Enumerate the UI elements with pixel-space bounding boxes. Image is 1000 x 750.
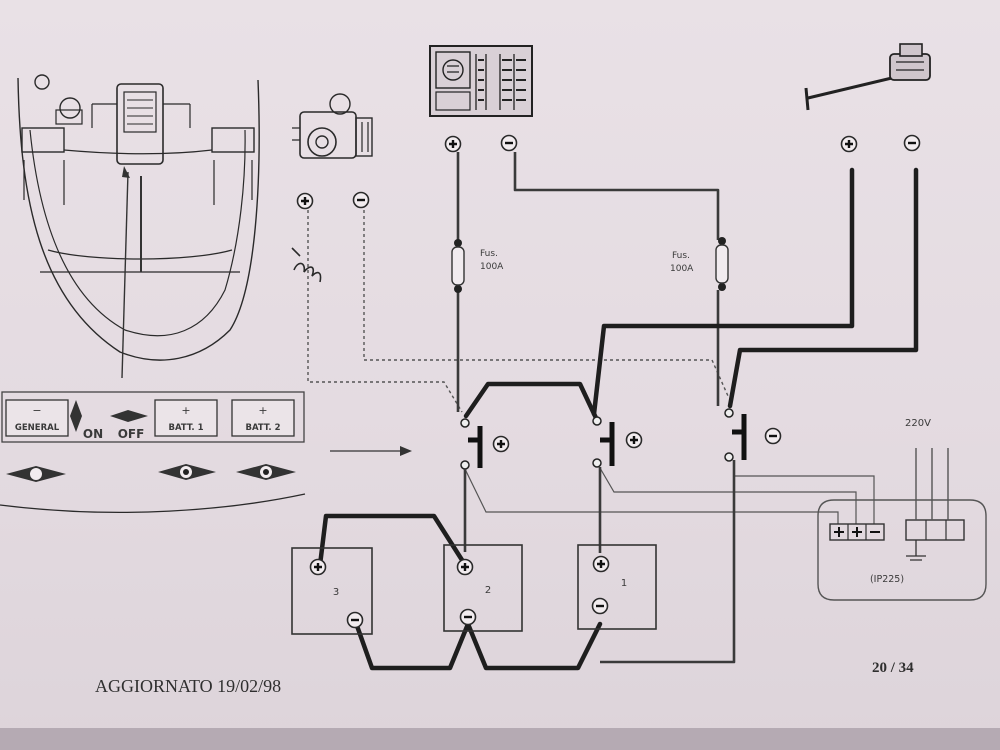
battery-1: 1 xyxy=(577,544,657,630)
battery-switch-2 xyxy=(592,416,643,468)
electrical-panel-icon xyxy=(429,45,533,117)
battery-2: 2 xyxy=(443,544,523,632)
fuse-left-label-1: Fus. xyxy=(480,249,498,259)
charger-label: (IP225) xyxy=(870,574,904,585)
thruster-plus-terminal xyxy=(840,135,858,153)
switch-general[interactable]: − GENERAL xyxy=(5,399,69,437)
charger-voltage: 220V xyxy=(905,418,931,429)
batt1-label: BATT. 1 xyxy=(168,423,203,433)
thruster-negative-wire xyxy=(727,167,919,409)
fuse-right-label-1: Fus. xyxy=(672,251,690,261)
updated-date: AGGIORNATO 19/02/98 xyxy=(95,676,281,696)
battery-3-number: 3 xyxy=(333,587,339,598)
thruster-positive-wire xyxy=(591,167,855,417)
on-label: ON xyxy=(83,427,103,441)
fuse-right: Fus. 100A xyxy=(670,237,729,291)
batt2-label: BATT. 2 xyxy=(245,423,280,433)
batt1-plus-sign: + xyxy=(181,404,190,417)
panel-minus-terminal xyxy=(500,134,518,152)
battery-1-number: 1 xyxy=(621,578,627,589)
switch-bridge-wire xyxy=(463,381,599,421)
windlass-minus-terminal xyxy=(352,191,370,209)
battery-switch-3 xyxy=(724,408,782,462)
switch2-plus-icon xyxy=(625,431,643,449)
page-number: 20 / 34 xyxy=(872,660,914,676)
panel-negative-wire xyxy=(513,152,720,406)
battery-negative-chain-wire xyxy=(353,620,603,671)
battery-charger: (IP225) 220V xyxy=(817,418,987,601)
off-pointer-icon xyxy=(110,410,148,422)
rotary-knob-icon xyxy=(70,400,82,432)
switch3-minus-icon xyxy=(764,427,782,445)
fuse-left: Fus. 100A xyxy=(451,239,504,293)
page-edge xyxy=(0,728,1000,750)
general-label: GENERAL xyxy=(15,423,60,433)
battery-2-number: 2 xyxy=(485,585,491,596)
switch-batt-1[interactable]: + BATT. 1 xyxy=(154,399,218,437)
off-label: OFF xyxy=(118,427,145,441)
batt2-plus-sign: + xyxy=(258,404,267,417)
battery-3: 3 xyxy=(291,547,373,635)
fuse-right-label-2: 100A xyxy=(670,264,694,274)
boat-outline-icon xyxy=(17,74,260,379)
bow-thruster-icon xyxy=(804,43,931,111)
windlass-plus-terminal xyxy=(296,192,314,210)
battery-switch-1 xyxy=(460,418,510,470)
charger-wire-1 xyxy=(464,468,839,524)
windlass-positive-wire xyxy=(307,210,463,413)
general-minus-sign: − xyxy=(32,404,41,417)
panel-plus-terminal xyxy=(444,135,462,153)
windlass-negative-wire xyxy=(363,210,729,397)
fuse-left-label-2: 100A xyxy=(480,262,504,272)
ground-icon xyxy=(906,540,926,561)
switch1-plus-icon xyxy=(492,435,510,453)
windlass-motor-icon xyxy=(292,93,373,159)
coil-symbol-icon xyxy=(291,247,322,283)
battery-switch-panel: − GENERAL ON OFF + BATT. 1 + BATT. 2 xyxy=(0,391,412,514)
battery3-battery2-plus-wire xyxy=(317,513,465,568)
switch3-negative-wire xyxy=(600,460,736,664)
switch-batt-2[interactable]: + BATT. 2 xyxy=(231,399,295,437)
thruster-minus-terminal xyxy=(903,134,921,152)
